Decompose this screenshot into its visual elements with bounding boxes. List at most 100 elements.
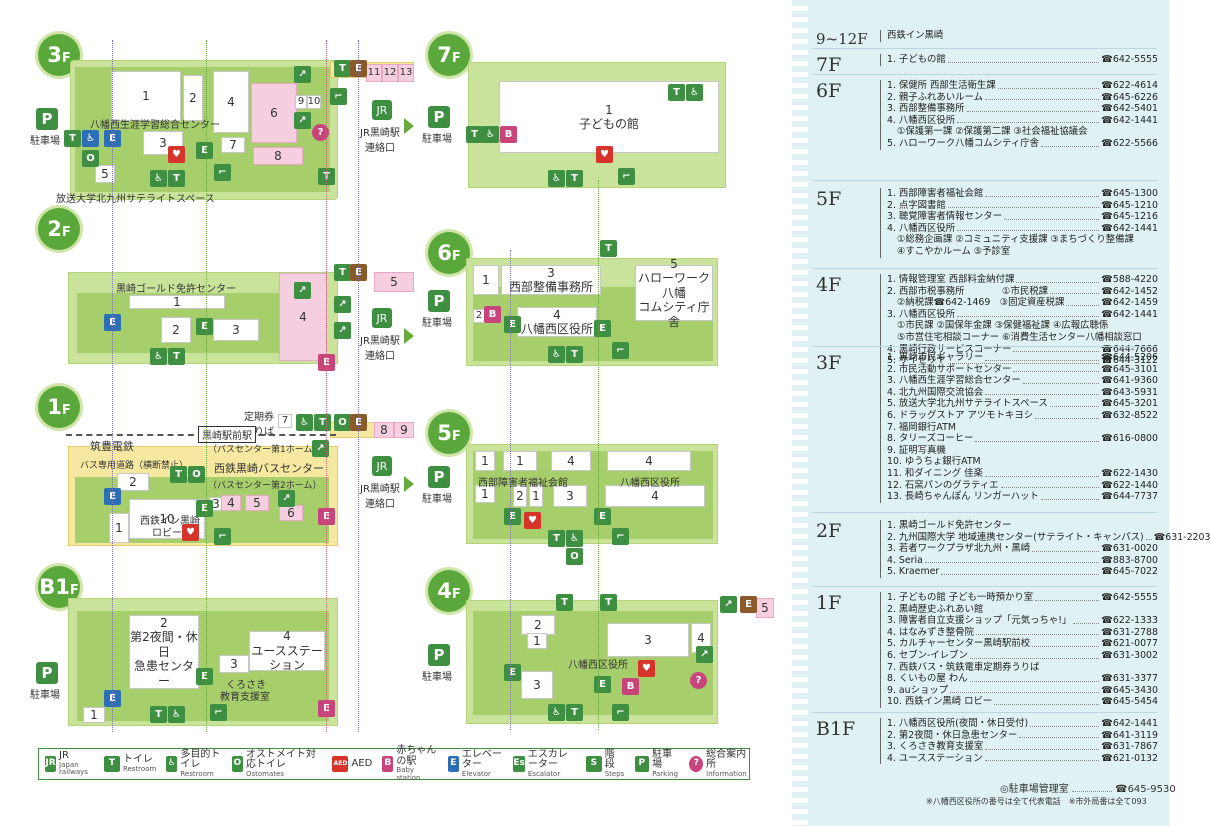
directory-row: 4. 八幡西区役所☎642-1441: [887, 115, 1158, 127]
torn-edge: [792, 0, 808, 826]
room-b1f-2: 2 第2夜間・休日 急患センター: [129, 615, 199, 689]
baby-station-icon: B: [500, 126, 517, 143]
restroom-icon: T: [566, 170, 583, 187]
directory-row: 1. 子どもの館 子ども一時預かり室☎642-5555: [887, 592, 1158, 604]
label-1f-inn-a: 西鉄イン黒崎: [140, 516, 200, 527]
jr-arrow: [404, 118, 414, 134]
directory-row: 1. 八幡西区役所(夜間・休日受付)☎642-1441: [887, 718, 1158, 730]
room-1f-4: 4: [221, 495, 241, 511]
leader-dots: [985, 188, 1100, 197]
leader-dots: [997, 80, 1100, 89]
directory-phone: ☎642-5555: [1101, 592, 1158, 603]
directory-phone: ☎631-7867: [1101, 741, 1158, 753]
directory-entry: 1. 子どもの館: [887, 54, 946, 65]
label-2f-gold: 黒崎ゴールド免許センター: [116, 284, 236, 295]
restroom-icon: T: [168, 170, 185, 187]
floor-plan-7f: 1 子どもの館: [468, 62, 726, 188]
leader-dots: [1040, 491, 1100, 500]
ostomate-icon: O: [82, 150, 99, 167]
directory-phone: ☎631-3002: [1101, 649, 1158, 661]
directory-row: 4. 北九州国際交流協会 ☎643-5931: [887, 387, 1158, 399]
room-4f-2: 2: [521, 615, 555, 635]
directory-row: 5. ハローワーク八幡コムシティ庁舎☎622-5566: [887, 138, 1158, 150]
room-3f-1: 1: [111, 71, 181, 121]
directory-row: ④すこやかルーム ⑤予診室: [887, 246, 1158, 258]
room-4f-5: 5: [756, 598, 774, 618]
label-b1f-parking: 駐車場: [30, 690, 60, 701]
directory-row: 3. 八幡西生涯学習総合センター☎641-9360: [887, 375, 1158, 387]
directory-entry: 5. 放送大学北九州サテライトスペース: [887, 398, 1048, 410]
accessible-restroom-icon: ♿: [150, 348, 167, 365]
directory-row: 5. サイゼリヤ☎644-3122: [887, 355, 1158, 367]
elevator-icon: E: [504, 316, 521, 333]
leader-dots: [1073, 615, 1100, 624]
directory-row: 6. セブン-イレブン☎631-3002: [887, 650, 1158, 662]
directory-entry: 3. 障害者自立支援ショップ「元気っちゃ!」: [887, 615, 1072, 627]
directory-row: 5. Kraemer☎645-7022: [887, 566, 1158, 578]
directory-phone: ☎643-5931: [1101, 386, 1158, 398]
directory-entry: 10. ゆうちょ銀行ATM: [887, 456, 981, 468]
room-1f-2: 2: [117, 473, 149, 491]
leader-dots: [984, 468, 1100, 477]
directory-floor-label: 9~12F: [816, 30, 868, 48]
leader-dots: [1066, 297, 1100, 306]
directory-entry: 4. 八幡西区役所: [887, 114, 956, 126]
label-b1f-emergency-b: 急患センター: [133, 659, 194, 688]
directory-entry: 6. ドラッグストア アツモトキヨシ: [887, 409, 1034, 421]
directory-entry: 13. 長崎ちゃんぽん リンガーハット: [887, 491, 1039, 503]
elevator-icon: E: [504, 664, 521, 681]
directory-floor-label: B1F: [816, 718, 856, 740]
leader-dots: [957, 115, 1100, 124]
parking-office: ◎駐車場管理室 ☎645-9530: [1000, 784, 1176, 795]
directory-entry: ①市民課 ②国保年金課 ③保健福祉課 ④広報広聴係: [897, 320, 1109, 332]
directory-entry: 3. 聴覚障害者情報センター: [887, 211, 1003, 223]
directory-row: 8. くいもの屋 わん☎631-3377: [887, 673, 1158, 685]
directory-floor-label: 3F: [816, 352, 842, 374]
restroom-icon: T: [168, 348, 185, 365]
accessible-restroom-icon: ♿: [82, 130, 99, 147]
label-1f-bus-home1: （バスセンター第1ホーム）: [208, 445, 322, 455]
directory-entry: 2. 親子ふれあいルーム: [887, 91, 984, 103]
directory-entry: ④すこやかルーム ⑤予診室: [897, 245, 1011, 257]
directory-row: 10. 西鉄イン黒崎 ロビー☎645-5454: [887, 696, 1158, 708]
directory-entry: 3. 西部整備事務所: [887, 103, 965, 115]
restroom-icon: T: [334, 60, 351, 77]
label-b1f-kurosaki-a: くろさき: [226, 680, 266, 691]
directory-entry: 3. 八幡西区役所: [887, 308, 956, 320]
elevator-icon: E: [196, 668, 213, 685]
room-5f-1a: 1: [475, 451, 495, 471]
directory-phone: ☎645-7022: [1101, 566, 1158, 578]
directory-entry: ①保護第一課 ②保護第二課 ③社会福祉協議会: [897, 126, 1088, 138]
leader-dots: [947, 200, 1100, 209]
directory-floor-label: 7F: [816, 54, 842, 76]
directory-row: 7. 西鉄バス・筑鉄電車定期券うりば: [887, 662, 1158, 674]
room-5f-3: 3: [553, 485, 587, 507]
restroom-icon: T: [466, 126, 483, 143]
directory-entry: 4. 北九州国際交流協会: [887, 386, 984, 398]
steps-icon: ⌐: [612, 342, 629, 359]
directory-entry: 1. 情報管理室 西部料金納付課: [887, 274, 1015, 285]
escalator-icon: ↗: [720, 596, 737, 613]
room-3f-8: 8: [253, 147, 303, 165]
directory-entry: 1. 西部障害者福祉会館: [887, 188, 984, 199]
directory-separator: [812, 712, 1157, 713]
room-5f-1c: 1: [475, 485, 495, 503]
guide-line: [358, 40, 359, 732]
room-5f-1d: 1: [529, 485, 543, 507]
restroom-icon: T: [334, 264, 351, 281]
directory-row: 6. ドラッグストア アツモトキヨシ☎632-8522: [887, 410, 1158, 422]
room-6f-5: 5 ハローワーク八幡 コムシティ庁舎: [635, 257, 713, 329]
directory-phone: ☎616-0800: [1101, 433, 1158, 445]
directory-phone: ☎644-7737: [1101, 491, 1158, 503]
ostomate-icon: O: [566, 548, 583, 565]
elevator-icon: E: [740, 596, 757, 613]
label-1f-bus-road: バス専用道路（横断禁止）: [80, 461, 189, 471]
room-2f-3: 3: [213, 319, 259, 341]
escalator-icon: ↗: [696, 646, 713, 663]
